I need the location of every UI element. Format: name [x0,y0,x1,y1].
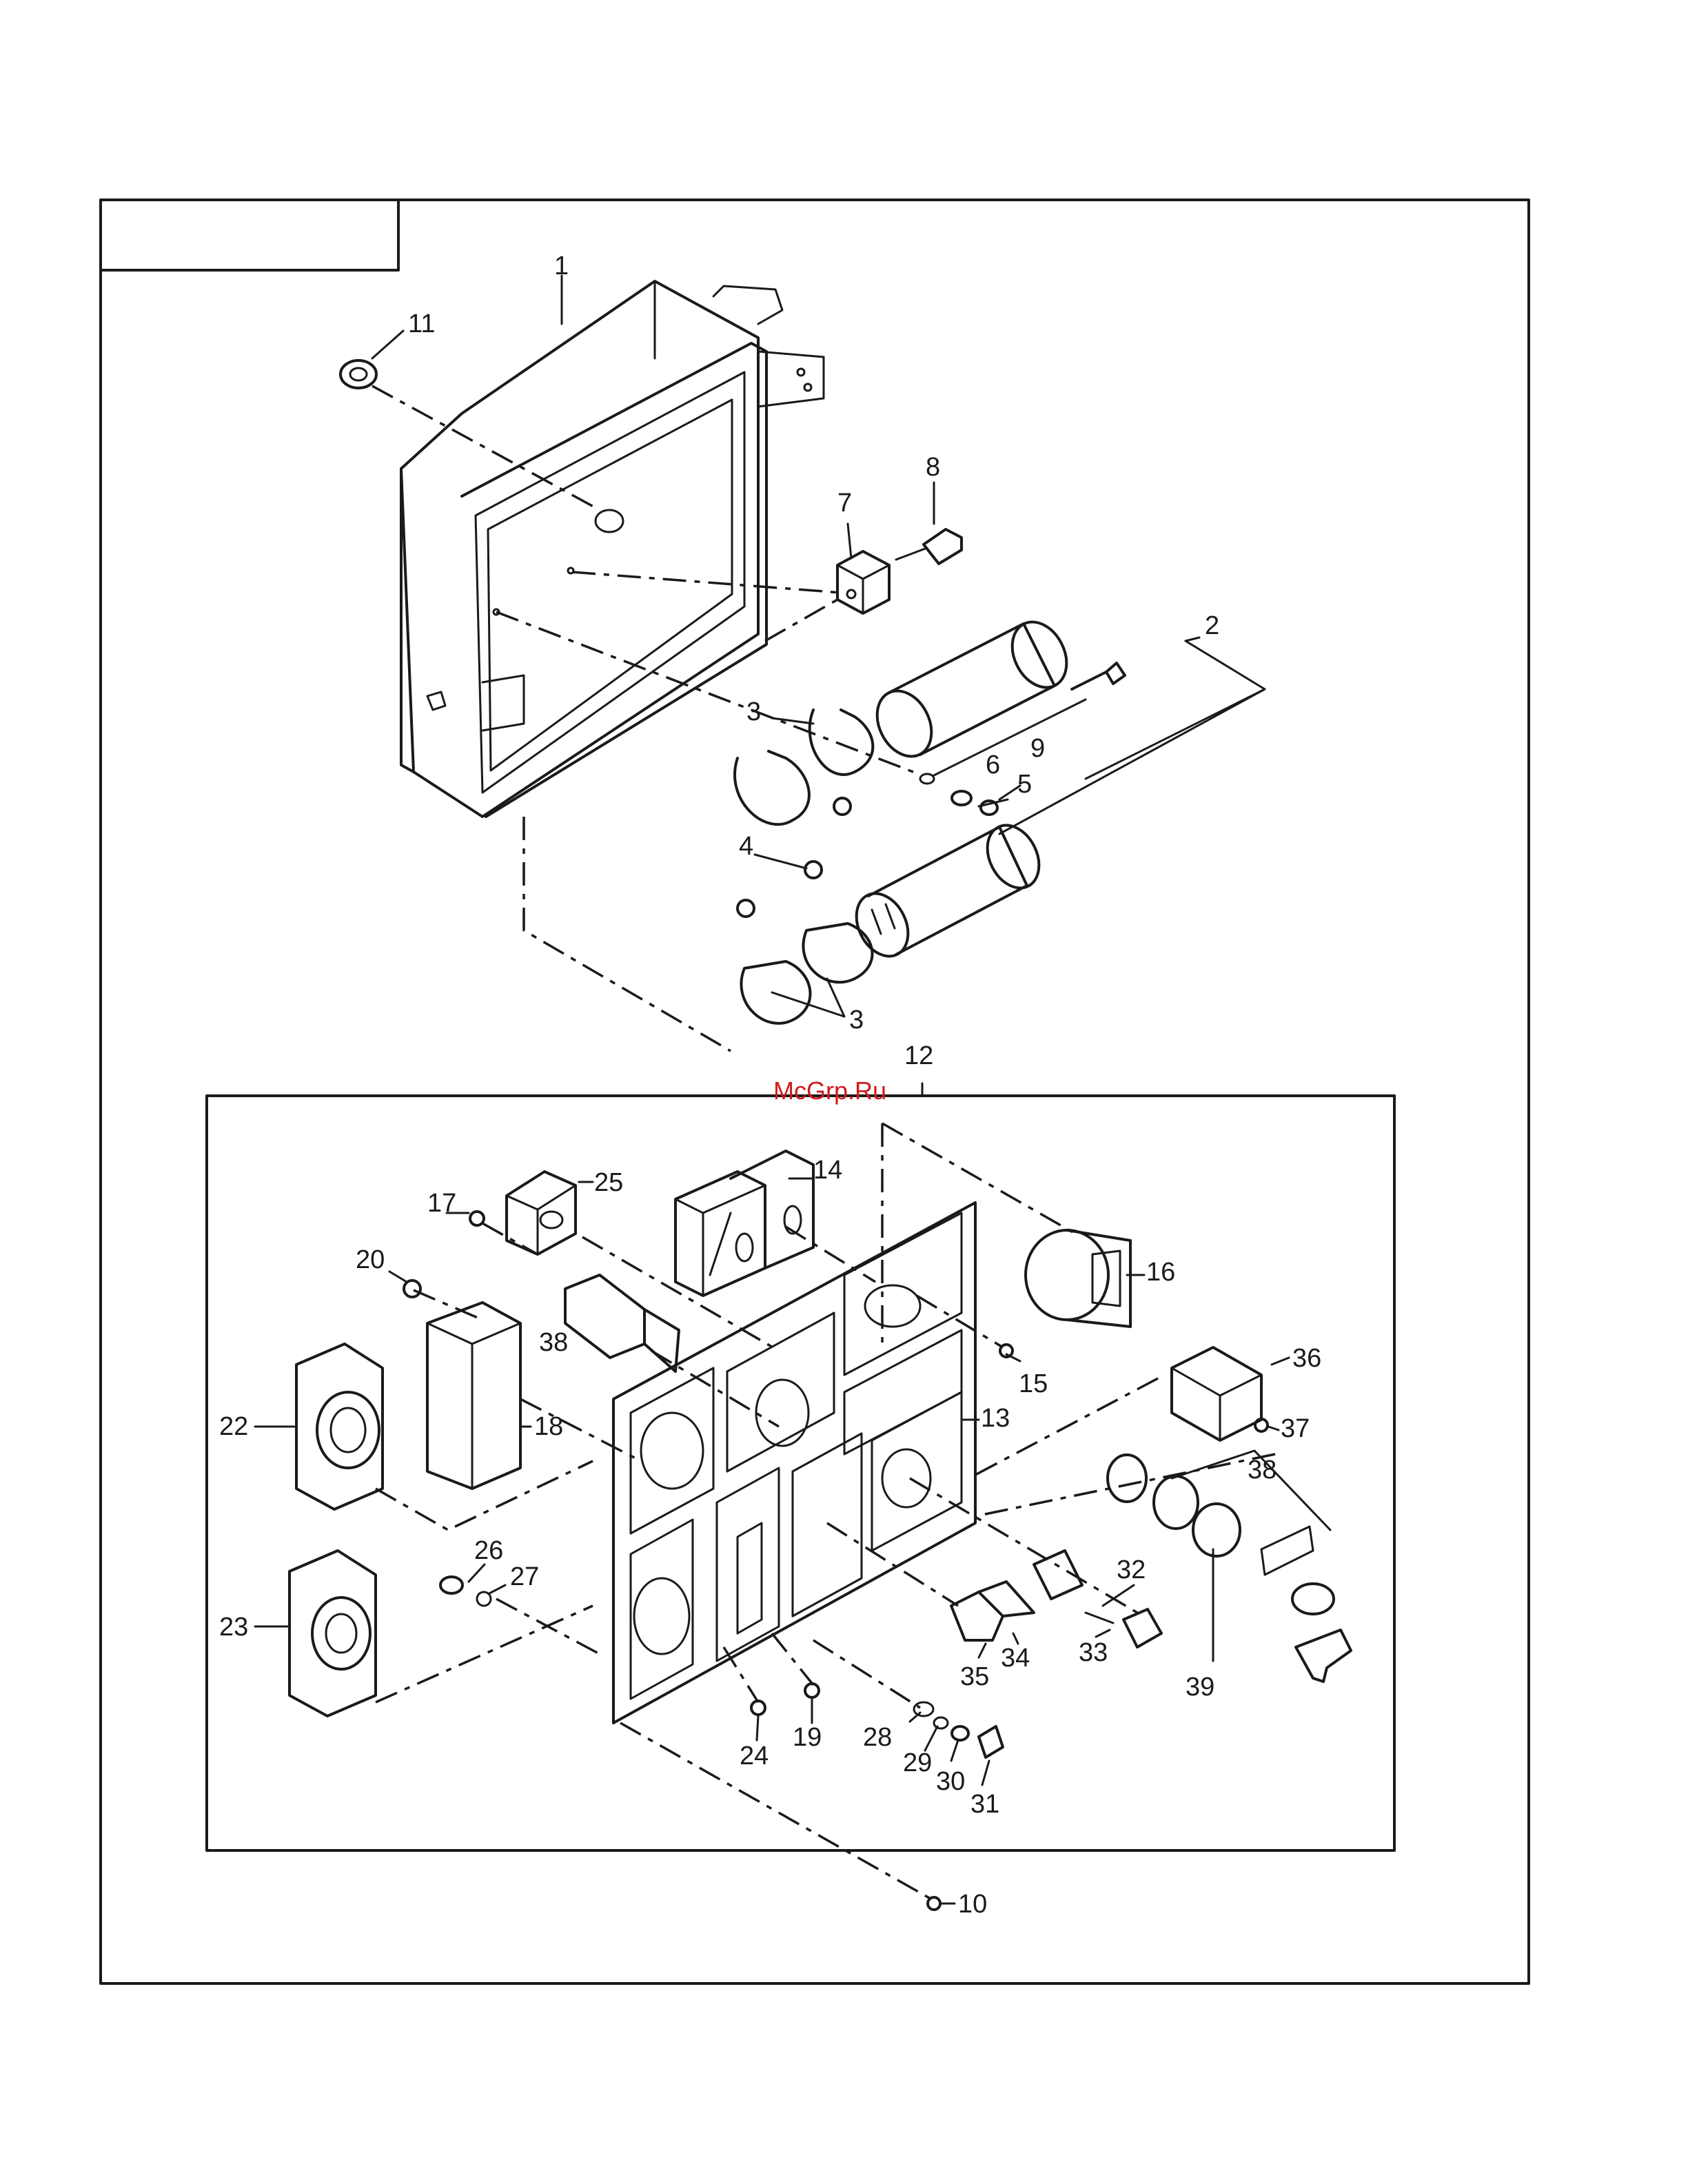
callout-22: 22 [219,1412,248,1441]
circuit-breakers-part [675,1151,813,1296]
callout-36: 36 [1292,1344,1321,1373]
callout-12: 12 [904,1041,933,1070]
callout-3-lower: 3 [849,1006,864,1034]
callout-10: 10 [958,1890,987,1919]
callout-numbers: 1 11 8 7 2 3 9 6 5 4 3 12 25 14 17 16 20… [219,252,1321,1919]
callout-7: 7 [837,489,852,518]
cord-connector-part [1172,1347,1261,1440]
callout-6: 6 [986,751,1000,779]
callout-17: 17 [427,1189,456,1218]
callout-39: 39 [1186,1673,1214,1702]
callout-24: 24 [740,1742,769,1770]
callout-38-lower: 38 [1248,1456,1277,1484]
callout-27: 27 [510,1562,539,1591]
callout-30: 30 [936,1767,965,1796]
control-panel-plate [613,1203,975,1723]
callout-32: 32 [1117,1555,1146,1584]
callout-14: 14 [813,1156,842,1185]
callout-11: 11 [408,309,435,338]
callout-8: 8 [926,453,940,482]
callout-9: 9 [1030,734,1045,763]
screw-part [896,529,962,564]
callout-15: 15 [1019,1369,1048,1398]
assembly-lines-panel [376,1123,1275,1899]
callout-26: 26 [474,1536,503,1565]
callout-20: 20 [356,1245,385,1274]
callout-28: 28 [863,1723,892,1752]
callout-29: 29 [903,1748,932,1777]
binding-posts-part [951,1582,1034,1640]
gfci-receptacle-part [427,1303,520,1489]
title-box [101,200,398,270]
callout-leaders [255,276,1289,1904]
callout-33: 33 [1079,1638,1108,1667]
callout-23: 23 [219,1613,248,1642]
callout-5: 5 [1017,770,1032,799]
callout-4: 4 [739,832,753,861]
twistlock-receptacle-lower [289,1551,376,1716]
capacitor-lower [846,817,1049,965]
callout-18: 18 [534,1412,563,1441]
callout-13: 13 [981,1404,1010,1433]
watermark: McGrp.Ru [773,1076,886,1105]
callout-35: 35 [960,1662,989,1691]
grommet-part [340,360,376,388]
callout-25: 25 [594,1168,623,1197]
callout-2: 2 [1205,611,1219,640]
callout-3-upper: 3 [746,697,761,726]
callout-37: 37 [1281,1414,1310,1443]
rocker-switch-part [507,1172,576,1254]
control-box-housing [401,281,824,817]
meter-part [1026,1230,1130,1327]
callout-31: 31 [970,1790,999,1819]
terminal-block-part [837,551,889,613]
callout-1: 1 [554,252,569,280]
twistlock-receptacle-upper [296,1344,383,1509]
callout-34: 34 [1001,1644,1030,1673]
callout-38-upper: 38 [539,1328,568,1357]
callout-19: 19 [793,1723,822,1752]
callout-16: 16 [1146,1258,1175,1287]
capacitor-clamps [735,710,873,1023]
